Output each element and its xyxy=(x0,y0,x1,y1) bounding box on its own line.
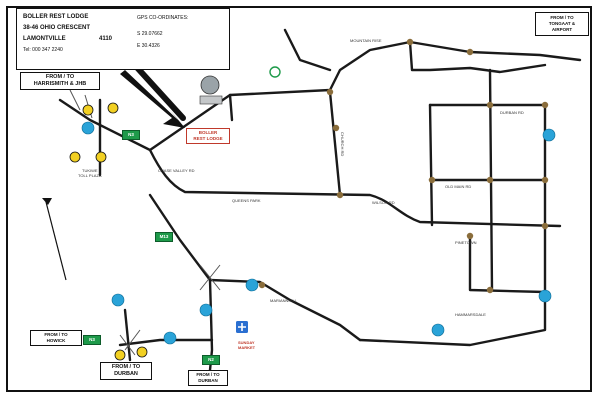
north-arrow-head xyxy=(42,198,52,205)
n3-green-sign-bottom: N3 xyxy=(83,335,101,345)
interchange-mid xyxy=(199,264,221,291)
n2-green-sign: N2 xyxy=(202,355,220,365)
from-tongaat-box: FROM / TO TONGAAT & AIRPORT xyxy=(535,12,589,36)
pointer-arrow-shaft xyxy=(129,59,186,121)
road-label-6: DURBAN RD xyxy=(500,110,524,115)
road-label-5: OLD MAIN RD xyxy=(445,184,472,189)
lodge-name: BOLLER REST LODGE xyxy=(23,14,89,20)
road-label-8: MARIANNHILL xyxy=(270,298,297,303)
southern-highway xyxy=(148,193,362,342)
road-label-9: PINETOWN xyxy=(455,240,477,245)
recycle-icon xyxy=(269,66,281,78)
n2-shield-icon xyxy=(163,331,177,345)
yield-sign-icons xyxy=(69,102,148,361)
north-south-link-1 xyxy=(328,90,342,197)
pointer-arrow xyxy=(120,70,185,128)
north-stub xyxy=(283,28,332,72)
interchange-south xyxy=(119,329,141,356)
road-label-2: MOUNTAIN RISE xyxy=(350,38,382,43)
destination-box: BOLLER REST LODGE xyxy=(186,128,230,144)
m13-shield-icon xyxy=(199,303,213,317)
toll-plaza-label: TUKIWE TOLL PLAZA xyxy=(78,168,102,178)
road-label-7: CHASE VALLEY RD xyxy=(158,168,195,173)
northern-road xyxy=(148,40,582,152)
grid-h2 xyxy=(468,234,547,294)
gps-lon: E 30.4326 xyxy=(137,43,160,49)
n3-green-sign: N3 xyxy=(122,130,140,140)
gps-label: GPS CO-ORDINATES: xyxy=(137,15,189,21)
from-durban-box-left: FROM / TO DURBAN xyxy=(100,362,152,380)
eastern-loop xyxy=(358,103,547,347)
n3-shield-top-icon xyxy=(81,121,95,135)
road-label-3: CHURCH RD xyxy=(340,132,345,157)
n3-shield-bottom-icon xyxy=(111,293,125,307)
n3-west xyxy=(58,98,152,152)
road-label-1: QUEENS PARK xyxy=(232,198,261,203)
junction-markers xyxy=(258,38,549,294)
from-durban-box-right: FROM / TO DURBAN xyxy=(188,370,228,386)
from-howick-box: FROM / TO HOWICK xyxy=(30,330,82,346)
gps-lat: S 29.07662 xyxy=(137,31,163,37)
road-label-10: HAMMARSDALE xyxy=(455,312,486,317)
road-label-4: WILSON RD xyxy=(372,200,395,205)
lodge-street: 38-46 OHIO CRESCENT xyxy=(23,25,91,31)
poi-icons xyxy=(199,66,281,333)
lodge-stub xyxy=(228,93,234,122)
main-arterial xyxy=(148,148,562,228)
m13-green-sign: M13 xyxy=(155,232,173,242)
lodge-phone: Tel: 000 347 2240 xyxy=(23,47,63,53)
route-shield-icons xyxy=(81,121,556,345)
north-arrow-line xyxy=(45,201,67,281)
grid-v1 xyxy=(428,103,434,227)
postal-code: 4110 xyxy=(99,36,113,42)
place-label: SUNDAY MARKET xyxy=(238,340,256,350)
lodge-area: LAMONTVILLE xyxy=(23,36,66,42)
from-harrismith-box: FROM / TO HARRISMITH & JHB xyxy=(20,72,100,90)
lodge-info-card: BOLLER REST LODGE 38-46 OHIO CRESCENT LA… xyxy=(16,8,230,70)
road-network xyxy=(58,28,582,372)
northern-parallel xyxy=(408,40,547,74)
n2-north xyxy=(123,308,132,362)
lodge-building-icon xyxy=(200,75,220,95)
n2-spur xyxy=(118,338,214,347)
